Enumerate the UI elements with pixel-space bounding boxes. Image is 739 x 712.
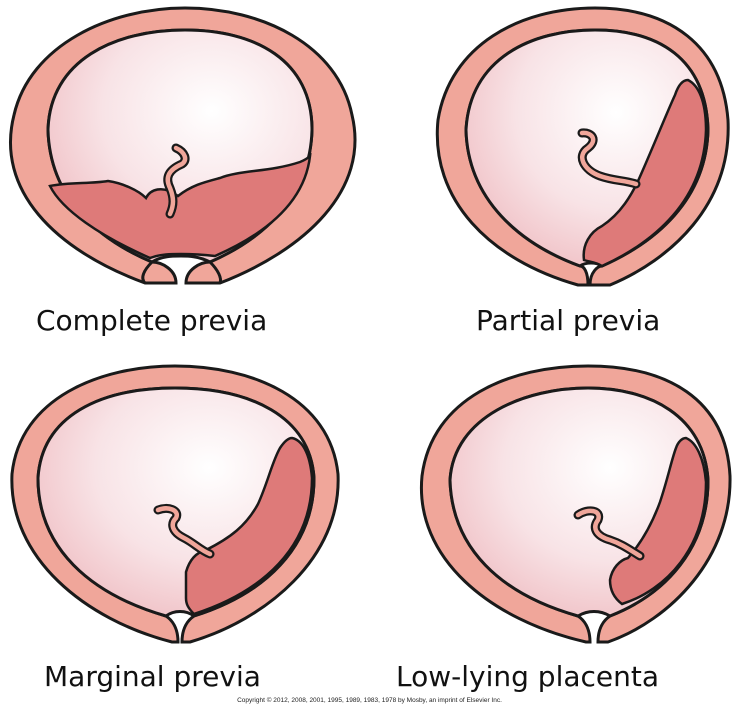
label-complete-previa: Complete previa xyxy=(36,304,267,337)
diagram-partial-previa: Partial previa xyxy=(370,0,739,300)
copyright-notice: Copyright © 2012, 2008, 2001, 1995, 1989… xyxy=(0,697,739,704)
uterus-low-lying-placenta xyxy=(370,358,739,658)
uterus-complete-previa xyxy=(0,0,370,300)
diagram-complete-previa: Complete previa xyxy=(0,0,370,300)
label-marginal-previa: Marginal previa xyxy=(44,660,261,693)
label-low-lying-placenta: Low-lying placenta xyxy=(396,660,659,693)
uterus-partial-previa xyxy=(370,0,739,300)
label-partial-previa: Partial previa xyxy=(476,304,660,337)
uterus-marginal-previa xyxy=(0,358,370,658)
diagram-marginal-previa: Marginal previa xyxy=(0,358,370,658)
diagram-low-lying-placenta: Low-lying placenta xyxy=(370,358,739,658)
